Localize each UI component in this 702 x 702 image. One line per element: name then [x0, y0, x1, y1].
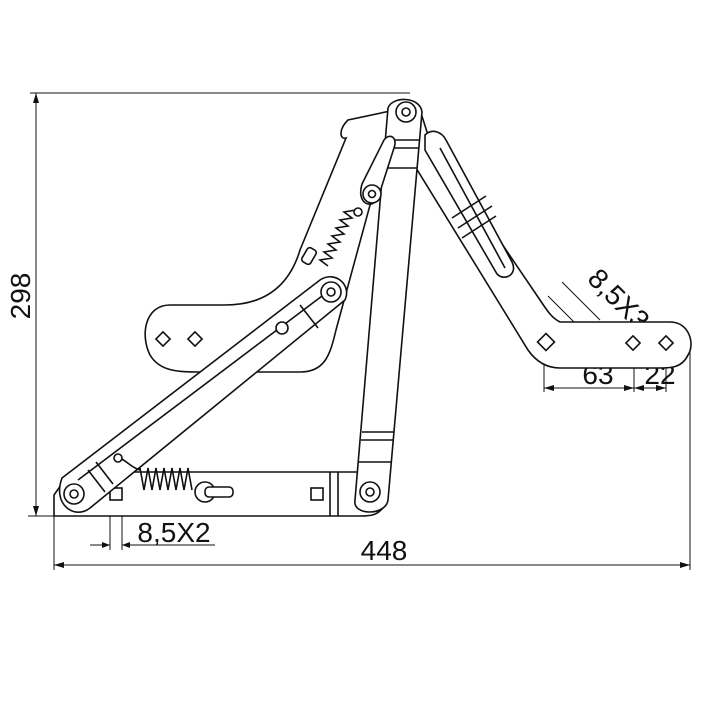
base-hole	[109, 487, 123, 501]
width-dimension-label: 448	[361, 535, 408, 566]
bottom-spring	[113, 453, 234, 503]
base-hole-dimension-label: 8,5X2	[137, 517, 210, 548]
center-arm-bottom-pivot	[359, 481, 381, 503]
top-plate-hole	[657, 334, 675, 352]
bracket-hole	[154, 330, 172, 348]
base-hole	[310, 487, 324, 501]
top-plate-slot	[536, 332, 556, 352]
bracket-hole	[186, 330, 204, 348]
left-arm-top-pivot	[320, 281, 342, 303]
height-dimension-label: 298	[5, 273, 36, 320]
right-channel-arm	[424, 130, 515, 278]
top-plate-hole	[624, 334, 642, 352]
left-diagonal-arm	[58, 276, 348, 513]
center-vertical-arm	[354, 98, 423, 513]
left-arm-rivet	[275, 321, 289, 335]
hinge-mechanism	[53, 98, 692, 517]
center-arm-top-pivot	[395, 101, 417, 123]
left-arm-bottom-pivot	[63, 483, 85, 505]
upper-spring	[300, 207, 363, 267]
